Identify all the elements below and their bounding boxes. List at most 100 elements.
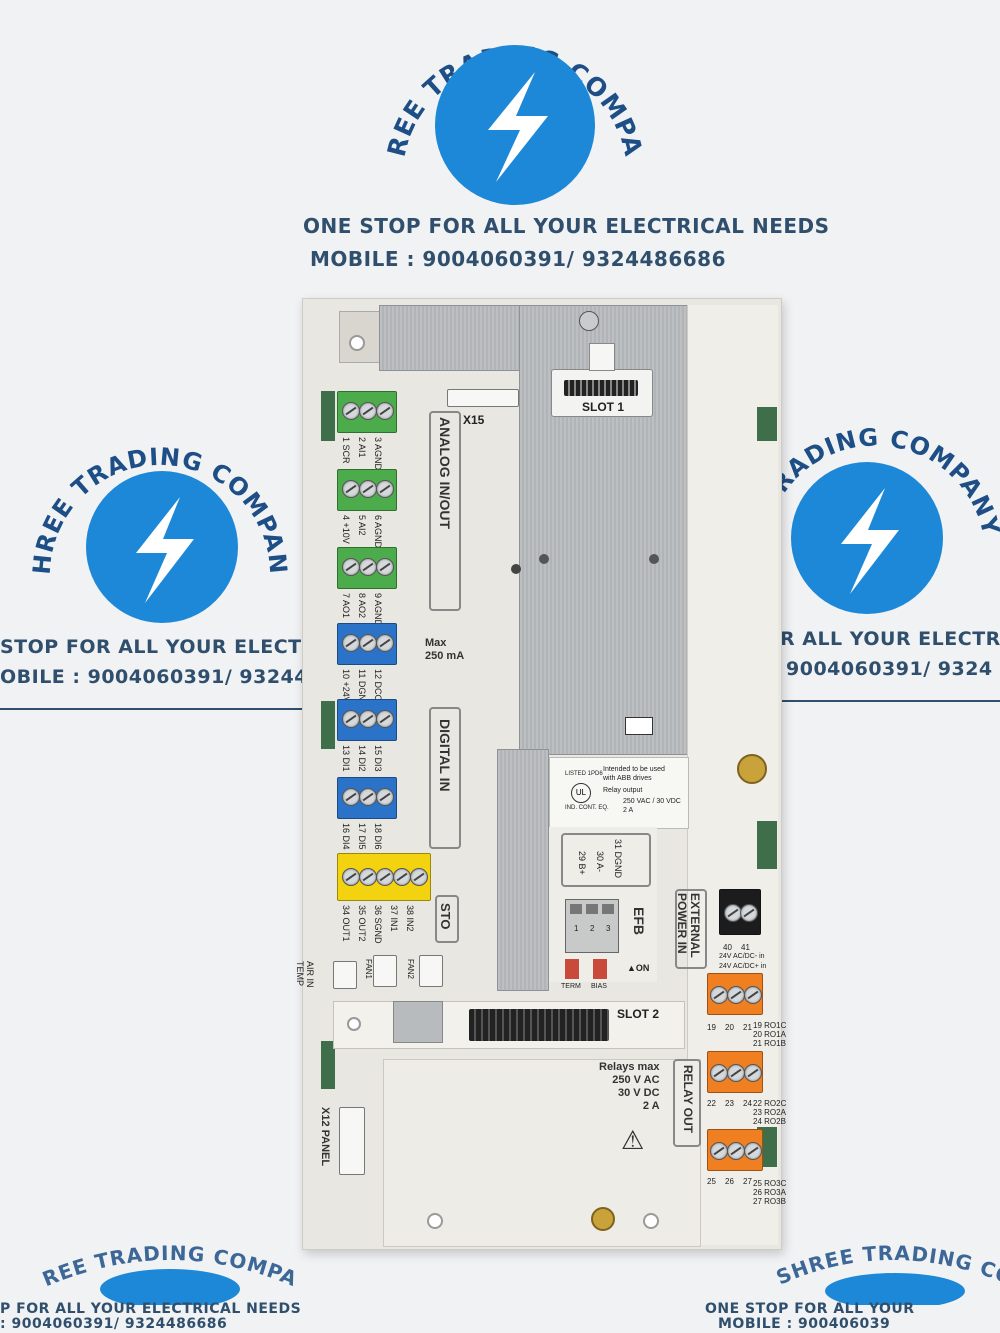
pin-label: 14 DI2: [357, 745, 367, 772]
terminal-screw[interactable]: [727, 1142, 745, 1160]
terminal-screw[interactable]: [359, 868, 377, 886]
terminal-screw[interactable]: [710, 1064, 728, 1082]
terminal-screw[interactable]: [744, 1064, 762, 1082]
terminal-screw[interactable]: [376, 558, 394, 576]
terminal-screw[interactable]: [342, 788, 360, 806]
fan2-label: FAN2: [406, 959, 415, 980]
relay-terminal-1[interactable]: [707, 973, 763, 1015]
pin-label: 18 DI6: [373, 823, 383, 850]
terminal-screw[interactable]: [710, 1142, 728, 1160]
terminal-screw[interactable]: [342, 480, 360, 498]
terminal-screw[interactable]: [376, 868, 394, 886]
ext-power-label: EXTERNAL POWER IN: [675, 893, 702, 958]
digital-terminal-1[interactable]: [337, 623, 397, 665]
relays-max-text: Relays max 250 V AC 30 V DC 2 A: [599, 1061, 660, 1112]
left-pcb-2: [321, 701, 335, 749]
digital-terminal-3[interactable]: [337, 777, 397, 819]
terminal-screw[interactable]: [342, 634, 360, 652]
air-in-temp-connector[interactable]: [333, 961, 357, 989]
relay-out-box: [673, 1059, 701, 1147]
slot2-bracket: [393, 1001, 443, 1043]
watermark-underline-right: [780, 700, 1000, 702]
watermark-tagline-left: STOP FOR ALL YOUR ELECTRICAL: [0, 636, 367, 658]
digital-terminal-2[interactable]: [337, 699, 397, 741]
analog-terminal-3[interactable]: [337, 547, 397, 589]
terminal-screw[interactable]: [744, 986, 762, 1004]
relay-label: 24 RO2B: [753, 1117, 786, 1126]
efb-terminal[interactable]: 1 2 3: [565, 899, 619, 953]
terminal-screw[interactable]: [359, 480, 377, 498]
bias-switch[interactable]: [593, 959, 607, 979]
x15-connector[interactable]: [447, 389, 519, 407]
terminal-screw[interactable]: [359, 634, 377, 652]
ext-power-terminal[interactable]: [719, 889, 761, 935]
terminal-screw[interactable]: [410, 868, 428, 886]
terminal-screw[interactable]: [359, 402, 377, 420]
terminal-screw[interactable]: [359, 710, 377, 728]
terminal-screw[interactable]: [376, 402, 394, 420]
plate-screw: [579, 311, 599, 331]
plate-cutout: [625, 717, 653, 735]
fan1-label: FAN1: [364, 959, 373, 980]
terminal-screw[interactable]: [744, 1142, 762, 1160]
efb-screw[interactable]: [586, 904, 598, 914]
terminal-screw[interactable]: [740, 904, 758, 922]
pin-label: 36 SGND: [373, 905, 383, 944]
ul-listed-text: LISTED 1PD6: [565, 771, 603, 777]
watermark-left: SHREE TRADING COMPANY: [20, 413, 300, 635]
x12-panel-connector[interactable]: [339, 1107, 365, 1175]
efb-pin: 2: [590, 924, 595, 933]
terminal-screw[interactable]: [727, 986, 745, 1004]
terminal-screw[interactable]: [393, 868, 411, 886]
efb-screw[interactable]: [602, 904, 614, 914]
terminal-screw[interactable]: [376, 788, 394, 806]
analog-terminal-2[interactable]: [337, 469, 397, 511]
fan2-connector[interactable]: [419, 955, 443, 987]
terminal-screw[interactable]: [342, 558, 360, 576]
left-pcb-1: [321, 391, 335, 441]
left-pcb-3: [321, 1041, 335, 1089]
ul-mark-icon: UL: [571, 783, 591, 803]
ext-pin: 40: [723, 943, 732, 952]
watermark-mobile-left: OBILE : 9004060391/ 93244: [0, 666, 308, 688]
control-unit-board: SLOT 1 X15 1 SCR 2 AI1 3 AGND 4 +10V 5 A…: [295, 298, 786, 1250]
slot2-connector[interactable]: [469, 1009, 609, 1041]
mount-hole: [349, 335, 365, 351]
terminal-screw[interactable]: [359, 558, 377, 576]
relay-terminal-3[interactable]: [707, 1129, 763, 1171]
sto-label: STO: [438, 903, 453, 930]
terminal-screw[interactable]: [727, 1064, 745, 1082]
fan1-connector[interactable]: [373, 955, 397, 987]
digital-label: DIGITAL IN: [437, 719, 453, 792]
slot1-latch: [589, 343, 615, 371]
slot1-connector[interactable]: SLOT 1: [551, 369, 653, 417]
watermark-right: RADING COMPANY: [766, 420, 1000, 620]
efb-screw[interactable]: [570, 904, 582, 914]
terminal-screw[interactable]: [342, 402, 360, 420]
terminal-screw[interactable]: [359, 788, 377, 806]
terminal-screw[interactable]: [342, 710, 360, 728]
analog-terminal-1[interactable]: [337, 391, 397, 433]
watermark-mobile-bottom-right: MOBILE : 900406039: [718, 1316, 891, 1332]
efb-pin: 3: [606, 924, 611, 933]
term-switch[interactable]: [565, 959, 579, 979]
pin-label: 3 AGND: [373, 437, 383, 471]
relay-terminal-2[interactable]: [707, 1051, 763, 1093]
relay-out-label: RELAY OUT: [681, 1065, 695, 1134]
terminal-screw[interactable]: [376, 634, 394, 652]
terminal-screw[interactable]: [376, 710, 394, 728]
terminal-screw[interactable]: [342, 868, 360, 886]
brass-standoff: [737, 754, 767, 784]
ind-cont-text: IND. CONT. EQ.: [565, 805, 609, 811]
watermark-bottom-right: SHREE TRADING COMPA: [760, 1226, 1000, 1309]
terminal-screw[interactable]: [710, 986, 728, 1004]
pin-label: 8 AO2: [357, 593, 367, 619]
watermark-tagline-bottom-left: P FOR ALL YOUR ELECTRICAL NEEDS: [0, 1301, 302, 1317]
bias-label: BIAS: [591, 983, 607, 990]
watermark-logo-left: SHREE TRADING COMPANY: [20, 413, 291, 623]
efb-bus-box: [561, 833, 651, 887]
terminal-screw[interactable]: [376, 480, 394, 498]
watermark-mobile-right: 9004060391/ 9324: [786, 658, 993, 680]
lower-metal-strip: [497, 749, 549, 991]
sto-terminal[interactable]: [337, 853, 431, 901]
